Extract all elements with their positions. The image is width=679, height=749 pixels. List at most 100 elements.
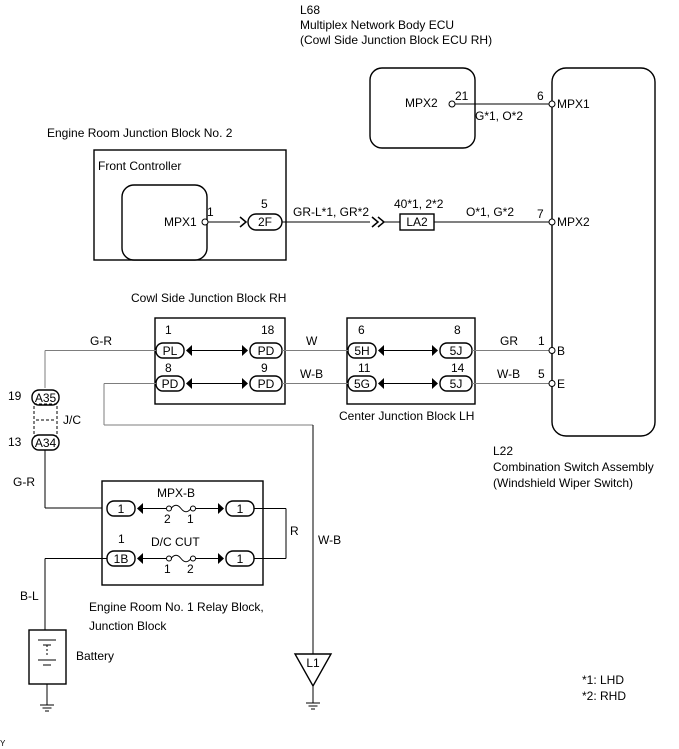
battery-box [28, 629, 67, 685]
jc-connector-a34-label: A34 [35, 436, 57, 450]
wire-label-r: R [290, 524, 299, 538]
corner-mark: Y [0, 739, 6, 748]
fuse-mpxb-pin-b: 1 [187, 512, 194, 526]
relay-connector-top-left [106, 500, 136, 517]
center-pin-8: 8 [454, 323, 461, 337]
relay-arrow-top-left [137, 503, 143, 514]
center-connector-5j-8-label: 5J [450, 344, 463, 358]
fuse-dccut-symbol [170, 554, 192, 563]
fuse-mpxb-label: MPX-B [157, 486, 195, 500]
ecu-box [369, 67, 476, 149]
ecu-terminal [448, 100, 456, 108]
fuse-mpxb-term-a [166, 505, 172, 512]
center-connector-5g-label: 5G [354, 377, 370, 391]
switch-terminal-1 [548, 347, 556, 354]
cowl-arrow-pd18 [242, 345, 248, 356]
switch-subtitle: (Windshield Wiper Switch) [493, 476, 633, 490]
center-arrow-5j-8 [432, 345, 438, 356]
wire-label-gr-left: G-R [90, 334, 112, 348]
relay-block-title-2: Junction Block [89, 619, 167, 633]
connector-2f-pin: 5 [261, 197, 268, 211]
relay-arrow-1b [137, 553, 143, 564]
ecu-code: L68 [300, 3, 320, 17]
center-connector-5h-label: 5H [354, 344, 369, 358]
connector-la2-pins: 40*1, 2*2 [394, 197, 444, 211]
front-controller-label: Front Controller [98, 159, 181, 173]
front-controller-mpx1: MPX1 [164, 215, 197, 229]
jc-connector-a35 [31, 389, 60, 406]
ground-l1-label: L1 [306, 656, 320, 670]
center-pin-6: 6 [358, 323, 365, 337]
relay-connector-bottom-right-label: 1 [237, 552, 244, 566]
wire-label-bl: B-L [20, 589, 39, 603]
switch-pin-7: 7 [537, 207, 544, 221]
center-pin-14: 14 [451, 361, 465, 375]
front-controller-pin-1: 1 [207, 205, 214, 219]
switch-label-mpx1: MPX1 [557, 97, 590, 111]
ecu-mpx2-label: MPX2 [405, 96, 438, 110]
center-jb-title: Center Junction Block LH [339, 409, 474, 423]
ecu-subtitle: (Cowl Side Junction Block ECU RH) [300, 33, 492, 47]
ground-l1-triangle [293, 653, 333, 688]
wire-label-gr-jc: G-R [13, 475, 35, 489]
switch-terminal-7 [548, 218, 556, 226]
connector-2f-label: 2F [258, 215, 272, 229]
center-pin-11: 11 [358, 361, 371, 375]
center-arrow-5g [378, 378, 384, 389]
relay-block-title-1: Engine Room No. 1 Relay Block, [89, 600, 264, 614]
note-lhd: *1: LHD [582, 673, 624, 687]
switch-pin-6: 6 [537, 89, 544, 103]
switch-terminal-5 [548, 380, 556, 387]
switch-pin-5: 5 [538, 367, 545, 381]
switch-terminal-6 [548, 100, 556, 108]
fuse-mpxb-pin-a: 2 [164, 512, 171, 526]
battery-label: Battery [76, 649, 114, 663]
center-arrow-5j-14 [432, 378, 438, 389]
ecu-mpx2-pin: 21 [455, 89, 469, 103]
fuse-dccut-pin-a: 1 [164, 562, 171, 576]
relay-connector-top-right-label: 1 [237, 502, 244, 516]
front-controller-terminal [201, 218, 209, 226]
jc-label: J/C [63, 413, 81, 427]
fuse-dccut-term-b [190, 555, 196, 562]
cowl-connector-pl-label: PL [163, 344, 178, 358]
wire-label-gr: GR [500, 334, 518, 348]
jc-bottom-pin: 13 [8, 435, 22, 449]
relay-bottom-left-pin: 1 [118, 532, 125, 546]
relay-block-box [101, 480, 264, 586]
switch-pin-1: 1 [538, 334, 545, 348]
ecu-name: Multiplex Network Body ECU [300, 18, 454, 32]
cowl-pin-9: 9 [261, 361, 268, 375]
engine-room-jb2-title: Engine Room Junction Block No. 2 [47, 126, 233, 140]
cowl-pin-8: 8 [165, 361, 172, 375]
wire-label-wb-mid: W-B [300, 367, 323, 381]
cowl-connector-pd-8-label: PD [162, 377, 179, 391]
fuse-dccut-pin-b: 2 [187, 562, 194, 576]
fuse-dccut-term-a [166, 555, 172, 562]
connector-2f-arrow [239, 216, 248, 228]
wire-label-wb-ground: W-B [318, 533, 341, 547]
center-connector-5j-14-label: 5J [450, 377, 463, 391]
wire-label-wb-e: W-B [497, 367, 520, 381]
fuse-dccut-label: D/C CUT [151, 535, 200, 549]
wire-label-w: W [306, 334, 318, 348]
switch-label-e: E [557, 377, 565, 391]
wire-label-la2-switch: O*1, G*2 [466, 205, 514, 219]
relay-connector-top-left-label: 1 [118, 502, 125, 516]
wire-label-ecu-switch: G*1, O*2 [475, 109, 523, 123]
cowl-connector-pd-9-label: PD [258, 377, 275, 391]
switch-label-b: B [557, 344, 565, 358]
cowl-pin-1: 1 [165, 323, 172, 337]
cowl-pin-18: 18 [261, 323, 275, 337]
switch-assembly-box [551, 67, 656, 437]
jc-connector-a35-label: A35 [35, 391, 57, 405]
fuse-mpxb-term-b [190, 505, 196, 512]
cowl-connector-pd-18-label: PD [258, 344, 275, 358]
cowl-arrow-pd9 [242, 378, 248, 389]
relay-arrow-top-right [218, 503, 224, 514]
switch-name: Combination Switch Assembly [493, 460, 654, 474]
fuse-mpxb-symbol [170, 504, 192, 513]
connector-la2-label: LA2 [406, 215, 428, 229]
relay-arrow-bottom-right [218, 553, 224, 564]
